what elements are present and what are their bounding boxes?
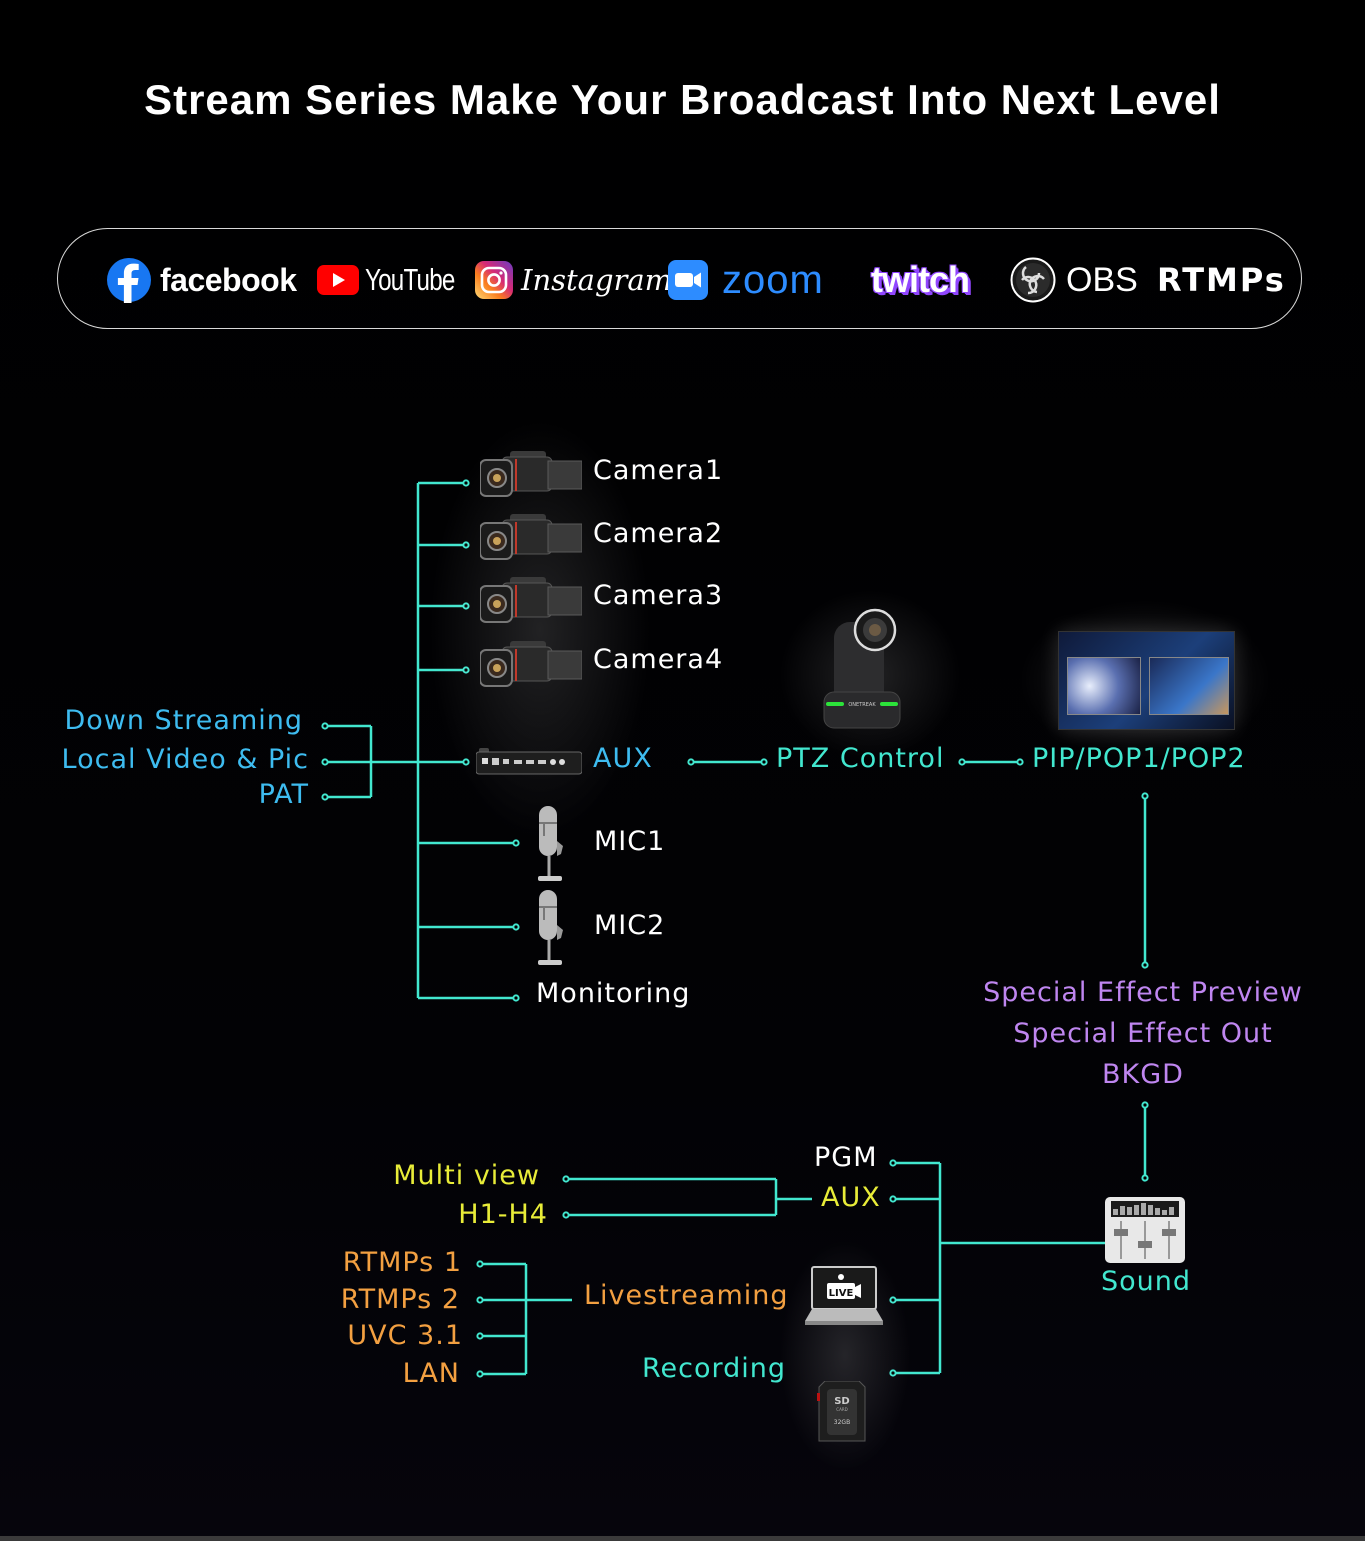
source-pat: PAT xyxy=(258,779,309,810)
sd-card-icon: SD CARD 32GB xyxy=(817,1380,866,1442)
platform-rtmps: RTMPs xyxy=(1157,258,1286,302)
pip-window-2 xyxy=(1149,657,1229,715)
microphone-icon xyxy=(538,890,563,965)
recording-label: Recording xyxy=(642,1353,787,1384)
camcorder-icon xyxy=(479,514,583,560)
live-badge-text: LIVE xyxy=(829,1288,854,1299)
switcher-device xyxy=(475,746,583,780)
instagram-icon xyxy=(475,261,513,299)
aux-output-label: AUX xyxy=(821,1182,881,1213)
audio-mixer-icon xyxy=(1105,1197,1185,1263)
pgm-label: PGM xyxy=(814,1142,878,1173)
platform-instagram: Instagram xyxy=(475,258,672,302)
effect-preview-label: Special Effect Preview xyxy=(983,977,1303,1008)
camcorder-icon xyxy=(479,451,583,497)
camera-2 xyxy=(479,510,583,566)
video-switcher-icon xyxy=(475,748,583,775)
sd-card: SD CARD 32GB xyxy=(815,1380,867,1447)
livestream-laptop: LIVE xyxy=(805,1265,885,1331)
platform-zoom: zoom xyxy=(668,258,824,302)
facebook-icon xyxy=(107,258,151,303)
microphone-icon xyxy=(538,806,563,881)
rtmps-1-label: RTMPs 1 xyxy=(342,1247,462,1278)
bottom-border xyxy=(0,1536,1365,1541)
camcorder-icon xyxy=(479,577,583,623)
facebook-label: facebook xyxy=(160,261,297,298)
laptop-live-icon: LIVE xyxy=(805,1266,883,1325)
effect-out-label: Special Effect Out xyxy=(1013,1018,1273,1049)
camcorder-icon xyxy=(479,641,583,687)
uvc-label: UVC 3.1 xyxy=(347,1320,463,1351)
sound-label: Sound xyxy=(1101,1266,1192,1297)
livestreaming-label: Livestreaming xyxy=(584,1280,789,1311)
mic-2 xyxy=(537,890,567,972)
ptz-control-label: PTZ Control xyxy=(776,743,945,774)
pip-window-1 xyxy=(1067,657,1141,715)
rtmps-label: RTMPs xyxy=(1157,261,1286,299)
lan-label: LAN xyxy=(402,1358,460,1389)
camera-3-label: Camera3 xyxy=(593,580,724,611)
camera-1 xyxy=(479,447,583,503)
sd-label-text: SD xyxy=(834,1396,850,1407)
mic-2-label: MIC2 xyxy=(594,910,666,941)
sd-sub-text: CARD xyxy=(836,1407,847,1412)
h1-h4-label: H1-H4 xyxy=(458,1199,548,1230)
source-local-video: Local Video & Pic xyxy=(61,744,309,775)
pip-preview-screen xyxy=(1058,631,1235,730)
monitoring-label: Monitoring xyxy=(536,978,691,1009)
connector-dots xyxy=(321,479,1149,1378)
obs-label: OBS xyxy=(1066,260,1138,299)
obs-icon xyxy=(1010,257,1056,303)
mic-1 xyxy=(537,806,567,888)
page-title: Stream Series Make Your Broadcast Into N… xyxy=(144,76,1221,123)
pip-pop-label: PIP/POP1/POP2 xyxy=(1032,743,1246,774)
platform-youtube: YouTube xyxy=(317,258,480,302)
rtmps-2-label: RTMPs 2 xyxy=(340,1284,460,1315)
sound-mixer xyxy=(1105,1197,1185,1267)
platform-twitch: twitch xyxy=(871,258,970,302)
zoom-icon xyxy=(668,260,708,300)
mic-1-label: MIC1 xyxy=(594,826,666,857)
bkgd-label: BKGD xyxy=(1102,1059,1184,1090)
zoom-label: zoom xyxy=(722,257,824,302)
ptz-brand-text: ONETREAK xyxy=(848,702,876,708)
camera-1-label: Camera1 xyxy=(593,455,724,486)
aux-input-label: AUX xyxy=(593,743,653,774)
camera-4-label: Camera4 xyxy=(593,644,724,675)
youtube-label: YouTube xyxy=(365,262,455,297)
platform-obs: OBS xyxy=(1010,257,1138,303)
source-down-streaming: Down Streaming xyxy=(64,705,303,736)
camera-3 xyxy=(479,573,583,629)
instagram-label: Instagram xyxy=(521,263,673,297)
ptz-camera-icon: ONETREAK xyxy=(823,608,901,729)
camera-2-label: Camera2 xyxy=(593,518,724,549)
platform-bar xyxy=(57,228,1302,329)
ptz-camera: ONETREAK xyxy=(820,608,904,734)
twitch-icon: twitch xyxy=(871,259,970,300)
input-tree xyxy=(325,481,1147,1376)
youtube-icon xyxy=(317,265,359,295)
multiview-label: Multi view xyxy=(393,1160,540,1191)
platform-facebook: facebook xyxy=(106,258,297,303)
sd-capacity-text: 32GB xyxy=(834,1419,850,1426)
camera-4 xyxy=(479,637,583,693)
